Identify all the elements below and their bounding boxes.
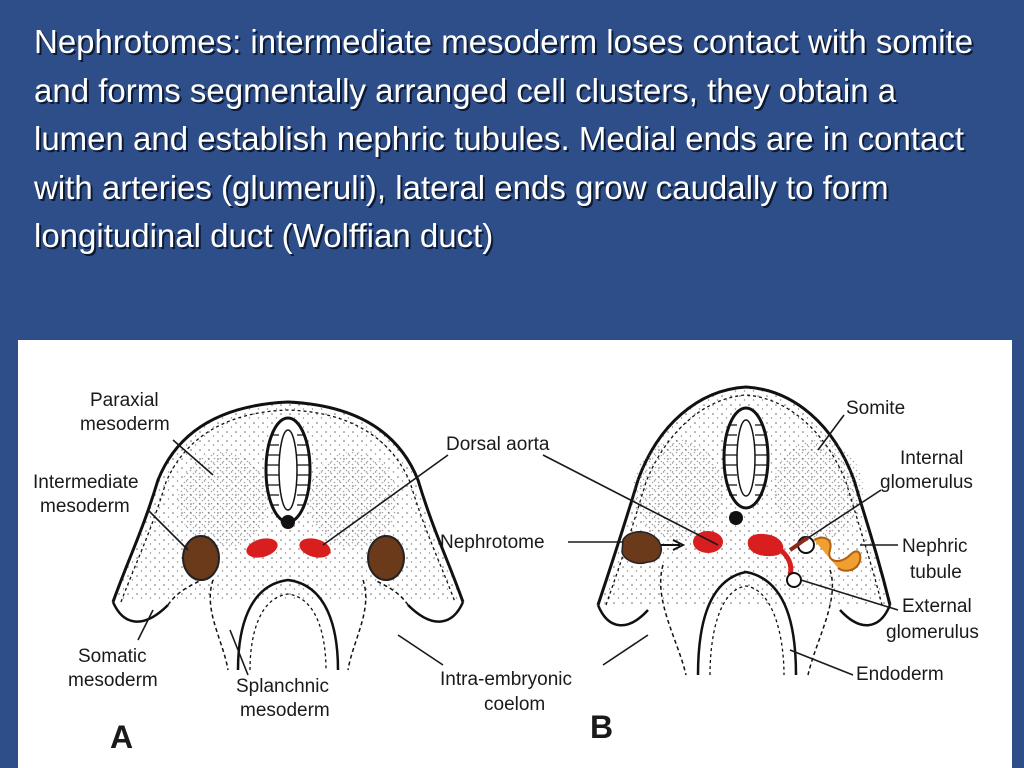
label-splanchnic-2: mesoderm bbox=[240, 700, 330, 721]
label-nephric-2: tubule bbox=[910, 562, 962, 583]
embryo-cross-section-figure: Paraxial mesoderm Intermediate mesoderm … bbox=[18, 340, 1012, 768]
label-coelom-1: Intra-embryonic bbox=[440, 669, 572, 690]
label-endoderm: Endoderm bbox=[856, 664, 944, 685]
label-dorsal-aorta: Dorsal aorta bbox=[446, 434, 550, 455]
panel-a-dorsal-aorta-right bbox=[299, 538, 331, 558]
label-nephrotome: Nephrotome bbox=[440, 532, 545, 553]
label-somatic-2: mesoderm bbox=[68, 670, 158, 691]
panel-b-external-glomerulus bbox=[786, 572, 802, 588]
label-nephric-1: Nephric bbox=[902, 536, 967, 557]
label-paraxial-2: mesoderm bbox=[80, 414, 170, 435]
label-somatic-1: Somatic bbox=[78, 646, 147, 667]
panel-b-dorsal-aorta-right bbox=[747, 533, 784, 557]
panel-b-endoderm bbox=[696, 570, 798, 676]
panel-a-notochord bbox=[281, 515, 295, 529]
panel-b-nephrotome bbox=[621, 531, 662, 564]
label-somite: Somite bbox=[846, 398, 905, 419]
panel-letter-a: A bbox=[110, 719, 133, 755]
panel-a-neural-tube bbox=[264, 416, 312, 524]
panel-a-dorsal-aorta-left bbox=[246, 538, 278, 558]
label-internal-2: glomerulus bbox=[880, 472, 973, 493]
panel-a-intermediate-mesoderm-right bbox=[367, 535, 405, 581]
panel-a-endoderm bbox=[236, 578, 340, 671]
label-paraxial-1: Paraxial bbox=[90, 390, 159, 411]
panel-b-diagram bbox=[596, 385, 892, 676]
panel-b-notochord bbox=[729, 511, 743, 525]
label-splanchnic-1: Splanchnic bbox=[236, 676, 329, 697]
label-external-2: glomerulus bbox=[886, 622, 979, 643]
label-intermediate-1: Intermediate bbox=[33, 472, 139, 493]
label-intermediate-2: mesoderm bbox=[40, 496, 130, 517]
leader-lines bbox=[137, 414, 899, 676]
panel-a-diagram bbox=[111, 400, 465, 671]
panel-b-neural-tube bbox=[722, 406, 770, 510]
label-external-1: External bbox=[902, 596, 972, 617]
panel-letter-b: B bbox=[590, 709, 613, 745]
label-internal-1: Internal bbox=[900, 448, 963, 469]
slide-body-text: Nephrotomes: intermediate mesoderm loses… bbox=[34, 23, 974, 254]
panel-a-intermediate-mesoderm-left bbox=[182, 535, 220, 581]
panel-b-nephric-tubule bbox=[813, 536, 862, 572]
label-coelom-2: coelom bbox=[484, 694, 545, 715]
